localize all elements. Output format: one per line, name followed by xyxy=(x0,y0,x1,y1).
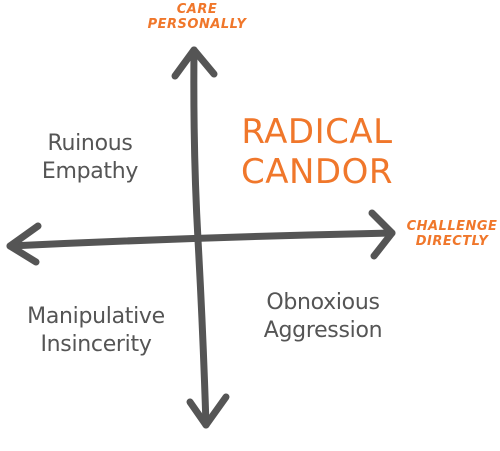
vertical-axis-arrowhead-bottom xyxy=(186,393,230,429)
horizontal-axis-arrowhead-right xyxy=(368,209,396,260)
obnoxious-aggression-label: Obnoxious Aggression xyxy=(263,290,383,343)
horizontal-axis-arrowhead-left xyxy=(6,222,42,266)
manipulative-insincerity-label: Manipulative Insincerity xyxy=(27,304,165,357)
ruinous-empathy-label: Ruinous Empathy xyxy=(41,131,139,184)
vertical-axis-arrowhead-top xyxy=(171,46,218,80)
challenge-directly-label: CHALLENGE DIRECTLY xyxy=(406,219,498,249)
radical-candor-label: RADICAL CANDOR xyxy=(241,112,393,192)
horizontal-axis-line xyxy=(6,229,396,250)
care-personally-label: CARE PERSONALLY xyxy=(147,2,247,32)
